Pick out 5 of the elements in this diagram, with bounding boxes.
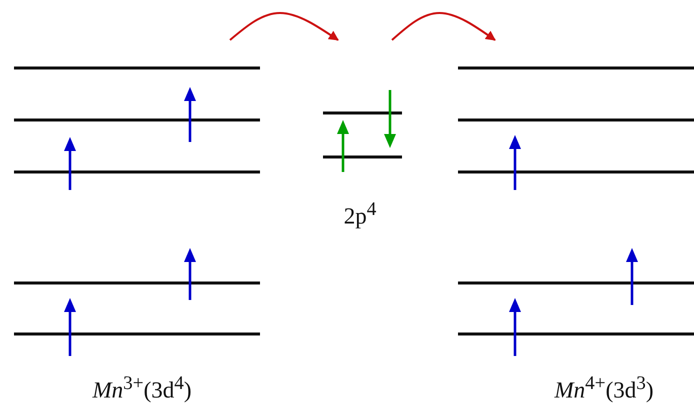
transfer-arrow: [229, 12, 339, 41]
transfer-arrow: [391, 12, 496, 41]
term-symbol-label: Mn$^{4+}$(3d$^{3}$): [554, 374, 654, 402]
term-symbol-label: 2p$^{4}$: [344, 200, 376, 228]
term-symbol-label: Mn$^{3+}$(3d$^{4}$): [92, 374, 192, 402]
